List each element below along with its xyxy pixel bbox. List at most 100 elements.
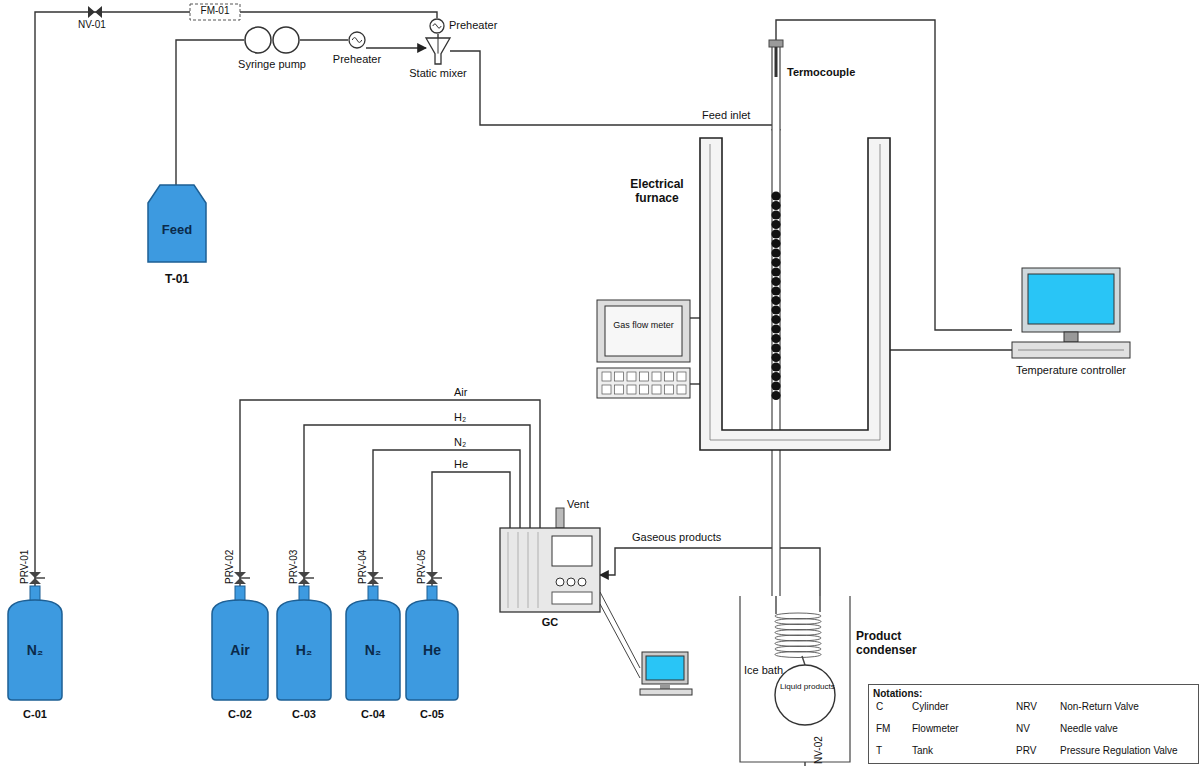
catalyst-bed (771, 201, 780, 210)
needle-valve (88, 6, 102, 18)
flow-meter (190, 4, 240, 20)
pipe-line (690, 317, 700, 318)
table-cell: C (876, 701, 883, 713)
part-label: PRV-05 (416, 550, 428, 584)
reactor-tube (775, 47, 778, 77)
node-label: C-02 (202, 708, 278, 721)
edge-label: Feed inlet (700, 109, 752, 122)
gc-vent (556, 508, 564, 528)
node-label: Electrical furnace (620, 178, 694, 206)
table-cell: Cylinder (912, 701, 949, 713)
static-mixer-shape (426, 38, 450, 64)
feed-tank-shape (148, 185, 206, 262)
gas-cylinder-shape (406, 600, 458, 700)
product-condenser-shape (775, 665, 835, 725)
node-label: Static mixer (400, 67, 476, 80)
node-label: N₂ (8, 642, 62, 658)
gas-flow-monitor-shape (665, 385, 674, 394)
catalyst-bed (771, 239, 780, 248)
product-condenser-shape (775, 652, 821, 658)
table-cell: Needle valve (1060, 723, 1118, 735)
gas-flow-monitor-shape (615, 372, 624, 381)
table-cell: FM (876, 723, 890, 735)
catalyst-bed (771, 229, 780, 238)
preheater-shape (430, 19, 444, 33)
node-label: Preheater (449, 19, 497, 32)
catalyst-bed (771, 391, 780, 400)
table-cell: NRV (1016, 701, 1037, 713)
table-cell: Non-Return Valve (1060, 701, 1139, 713)
gas-flow-monitor-shape (627, 385, 636, 394)
catalyst-bed (771, 191, 780, 200)
catalyst-bed (771, 277, 780, 286)
gc-computer (600, 604, 640, 678)
table-cell: NV (1016, 723, 1030, 735)
part-label: Ice bath (744, 664, 783, 677)
edge-label: H₂ (452, 411, 468, 424)
syringe-pump: Syringe pump (244, 26, 300, 54)
pipe-line (240, 400, 540, 600)
pipe-line (300, 39, 348, 40)
node-label: Temperature controller (1004, 364, 1138, 377)
electrical-furnace: Electrical furnace (700, 138, 890, 450)
gc-vent (556, 508, 564, 528)
pipe-line (890, 349, 1012, 350)
gas-chromatograph: GC (500, 528, 600, 612)
temperature-controller: Temperature controller (1012, 268, 1130, 388)
catalyst-bed (771, 248, 780, 257)
gas-chromatograph-shape (578, 578, 586, 586)
node-label: Air (212, 642, 268, 658)
node-label: T-01 (138, 273, 216, 287)
catalyst-bed (771, 258, 780, 267)
node-label: Syringe pump (224, 58, 320, 71)
cylinder-valve (432, 577, 442, 579)
pipe-line (35, 12, 437, 600)
pipe-line (776, 20, 1012, 330)
product-condenser-shape (819, 596, 820, 612)
syringe-pump-shape (245, 27, 271, 53)
gas-cylinder: N₂C-04 (346, 600, 400, 700)
table-cell: T (876, 745, 882, 757)
gas-chromatograph-shape (500, 528, 600, 612)
pipe-line (373, 450, 520, 600)
catalyst-bed (771, 220, 780, 229)
pipe-line (366, 47, 426, 48)
reactor-tube (769, 40, 783, 616)
catalyst-bed (771, 343, 780, 352)
catalyst-bed (771, 334, 780, 343)
pipe-line (176, 40, 244, 185)
catalyst-bed (771, 372, 780, 381)
gas-flow-monitor-shape (652, 385, 661, 394)
edge-label: He (452, 458, 470, 471)
table-cell: Flowmeter (912, 723, 959, 735)
cylinder-valve (35, 577, 45, 579)
gas-chromatograph-shape (518, 532, 519, 608)
cylinder-valve (304, 577, 314, 579)
gas-cylinder-shape (277, 600, 331, 700)
preheater-shape (349, 32, 365, 48)
node-label: Feed (148, 223, 206, 238)
gc-computer (640, 689, 692, 695)
gas-flow-monitor-shape (605, 306, 682, 356)
gas-flow-monitor-shape (597, 368, 690, 398)
node-label: C-05 (396, 708, 468, 721)
product-condenser-shape (775, 596, 776, 614)
gas-cylinder-shape (8, 600, 62, 700)
preheater-shape (433, 24, 441, 28)
gas-flow-monitor-shape (665, 372, 674, 381)
table-cell: Tank (912, 745, 933, 757)
preheater-shape (352, 38, 362, 43)
temperature-controller-shape (1064, 332, 1078, 342)
node-label: Preheater (318, 53, 396, 66)
gas-flow-monitor-shape (602, 385, 611, 394)
cylinder-valve (373, 577, 383, 579)
pipe-line (450, 51, 776, 138)
gc-computer (600, 592, 640, 668)
gc-computer (642, 652, 688, 684)
gc-computer (660, 684, 670, 689)
catalyst-bed (771, 315, 780, 324)
gas-flow-monitor-shape (652, 372, 661, 381)
node-label: Product condenser (856, 630, 936, 658)
part-label: Liquid products (780, 682, 830, 691)
